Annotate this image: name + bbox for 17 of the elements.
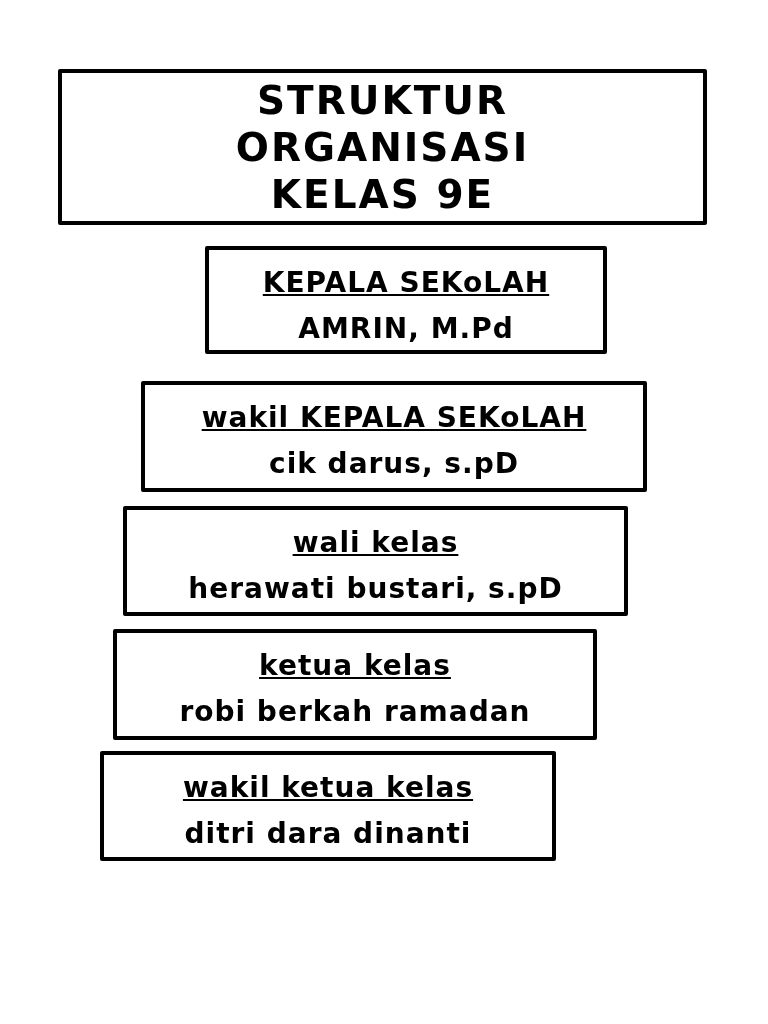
role-title: wali kelas (292, 525, 459, 561)
role-title: wakil KEPALA SEKoLAH (201, 400, 587, 436)
role-title: wakil ketua kelas (182, 770, 474, 806)
person-name: cik darus, s.pD (269, 446, 519, 482)
title-text: STRUKTUR ORGANISASI KELAS 9E (234, 77, 531, 218)
person-name: AMRIN, M.Pd (298, 311, 514, 347)
role-box (205, 246, 607, 354)
role-box (141, 381, 647, 492)
person-name: robi berkah ramadan (179, 694, 531, 730)
role-title: KEPALA SEKoLAH (262, 265, 550, 301)
role-title: ketua kelas (259, 648, 451, 684)
role-box (123, 506, 628, 616)
person-name: herawati bustari, s.pD (188, 571, 563, 607)
role-box (100, 751, 556, 861)
person-name: ditri dara dinanti (184, 816, 472, 852)
title-box (58, 69, 707, 225)
role-box (113, 629, 597, 740)
